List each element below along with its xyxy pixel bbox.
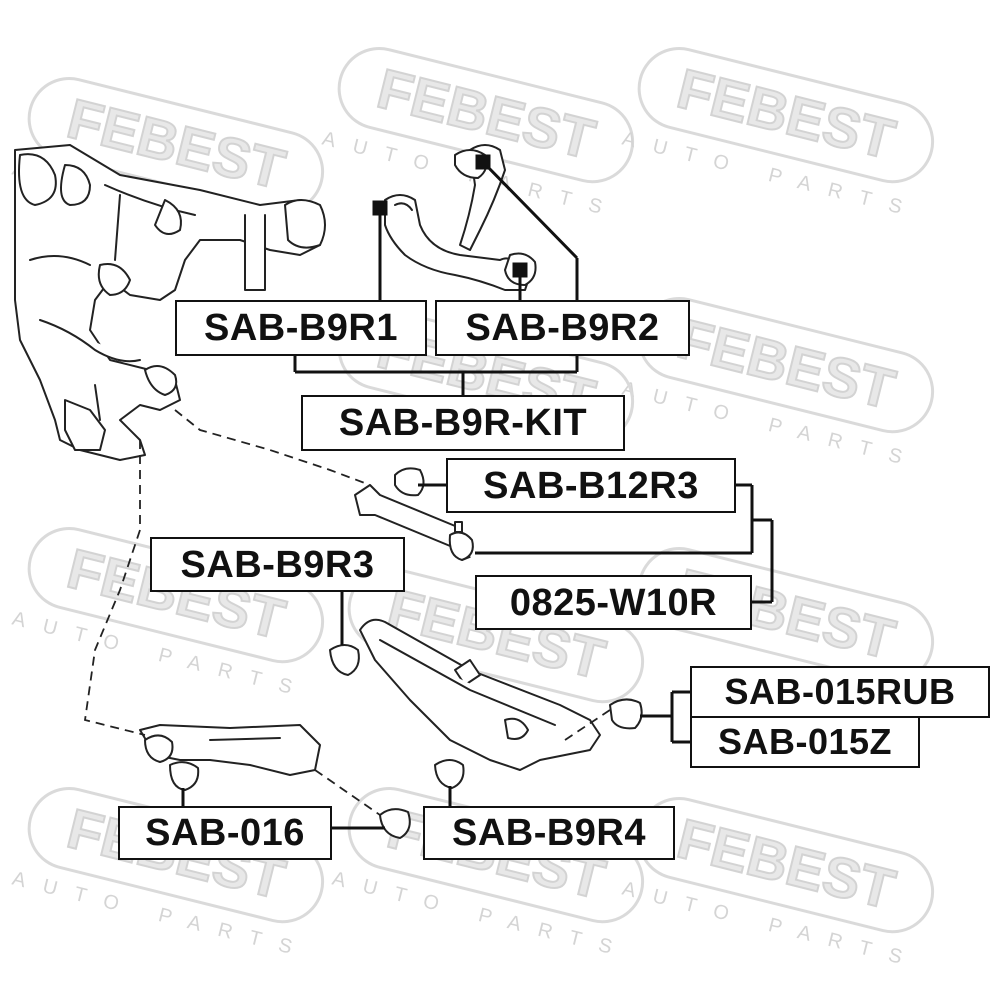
- rear-subframe: [14, 144, 326, 461]
- toe-control-rod: [354, 467, 474, 561]
- part-label-sab-016: SAB-016: [118, 806, 332, 860]
- part-label-sab-015z: SAB-015Z: [690, 716, 920, 768]
- part-label-sab-b9r4: SAB-B9R4: [423, 806, 675, 860]
- part-label-sab-b9r1: SAB-B9R1: [175, 300, 427, 356]
- part-label-sab-015rub: SAB-015RUB: [690, 666, 990, 718]
- trailing-arm: [139, 724, 411, 839]
- part-label-sab-b9r3: SAB-B9R3: [150, 537, 405, 592]
- part-label-sab-b9r-kit: SAB-B9R-KIT: [301, 395, 625, 451]
- leader-lines: [181, 154, 774, 830]
- part-label-sab-b12r3: SAB-B12R3: [446, 458, 736, 513]
- dashed-reference-lines: [83, 409, 611, 816]
- part-label-sab-b9r2: SAB-B9R2: [435, 300, 690, 356]
- part-label-0825-w10r: 0825-W10R: [475, 575, 752, 630]
- lower-control-arm: [329, 618, 643, 789]
